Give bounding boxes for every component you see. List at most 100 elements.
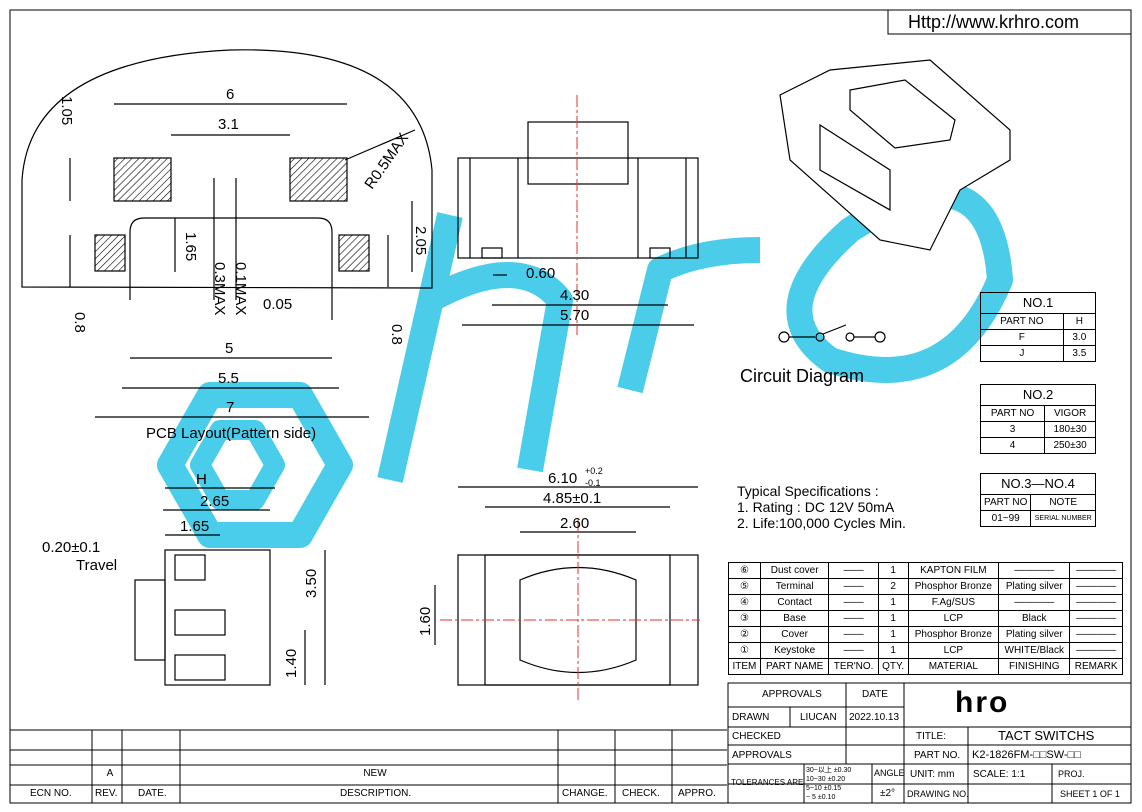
dim-6-10: 6.10 [548, 470, 577, 487]
tb-title: TACT SWITCHS [998, 728, 1095, 743]
dim-0-8-left: 0.8 [71, 312, 88, 333]
dim-0-05: 0.05 [263, 296, 292, 313]
bom-cell-ter: —— [828, 642, 879, 659]
no2-cell: 4 [979, 437, 1046, 454]
tb-angle: ANGLE [874, 768, 905, 778]
tb-drawing-no: DRAWING NO. [907, 789, 969, 799]
circuit-symbol [778, 324, 886, 343]
pad-bl [94, 234, 126, 272]
dim-1-65-side: 1.65 [180, 518, 209, 535]
tb-checked: CHECKED [732, 731, 781, 742]
dim-3-50: 3.50 [303, 569, 320, 598]
dim-5: 5 [225, 340, 233, 357]
iso-view [779, 59, 1011, 251]
dim-0-60: 0.60 [526, 265, 555, 282]
tb-tol-row: ~ 5 ±0.10 [806, 794, 836, 801]
dim-1-40: 1.40 [283, 649, 300, 678]
dim-6-10-tol-up: +0.2 [585, 466, 603, 476]
tb-unit: UNIT: mm [910, 769, 955, 780]
dim-4-30: 4.30 [560, 287, 589, 304]
body-outline [129, 217, 333, 320]
url-box [887, 9, 1132, 35]
tb-title-label: TITLE: [916, 731, 947, 742]
pad-br [338, 234, 370, 272]
tb-approvals2: APPROVALS [732, 750, 792, 761]
pcb-outline [21, 49, 433, 289]
bom-cell-ter: —— [828, 610, 879, 627]
tb-drawn: DRAWN [732, 712, 770, 723]
tb-tol-row: 10~30 ±0.20 [806, 776, 846, 783]
change-label: CHANGE. [562, 788, 608, 799]
dim-0-8-right: 0.8 [388, 324, 405, 345]
no34-cell: SERIAL NUMBER [1030, 510, 1096, 527]
dim-4-85: 4.85±0.1 [543, 490, 601, 507]
tb-tol-row: 30~以上 ±0.30 [806, 767, 852, 774]
pad-tr [289, 157, 348, 202]
dim-1-60: 1.60 [417, 607, 434, 636]
tb-tol-label: TOLERANCES ARE [731, 778, 804, 787]
tb-sheet: SHEET 1 OF 1 [1060, 789, 1120, 799]
dim-h: H [196, 471, 207, 488]
dim-5-5: 5.5 [218, 370, 239, 387]
dim-1-05: 1.05 [58, 96, 75, 125]
tb-approvals: APPROVALS [762, 689, 822, 700]
dim-6-10-tol-dn: -0.1 [585, 478, 601, 488]
tb-date: DATE [862, 689, 888, 700]
tb-tol-row: 5~10 ±0.15 [806, 785, 842, 792]
dim-0-1max: 0.1MAX [232, 262, 249, 315]
tb-proj: PROJ. [1058, 769, 1085, 779]
description-label: DESCRIPTION. [340, 788, 412, 799]
spec-line2: 2. Life:100,000 Cycles Min. [737, 515, 906, 531]
dim-2-05: 2.05 [412, 226, 429, 255]
bom-header-item: ITEM [728, 658, 761, 675]
dim-1-65: 1.65 [182, 232, 199, 261]
pcb-layout [21, 49, 433, 418]
dim-6: 6 [226, 86, 234, 103]
rev-value: A [106, 768, 114, 779]
url-text: Http://www.krhro.com [908, 12, 1079, 32]
tb-scale: SCALE: 1:1 [973, 769, 1026, 780]
dim-2-60: 2.60 [560, 515, 589, 532]
circuit-label: Circuit Diagram [740, 366, 864, 386]
dim-2-65: 2.65 [200, 493, 229, 510]
bom-header-row: ITEM PART NAME TER'NO. QTY. MATERIAL FIN… [728, 658, 1123, 675]
dim-5-70: 5.70 [560, 307, 589, 324]
tb-drawn-date: 2022.10.13 [849, 712, 900, 723]
check-label: CHECK. [622, 788, 660, 799]
pad-tl [113, 157, 172, 202]
front-view [457, 121, 699, 326]
company-logo: hro [955, 686, 1010, 719]
pcb-caption: PCB Layout(Pattern side) [146, 425, 316, 442]
revision-grid [10, 729, 727, 803]
sheet-border [9, 9, 1132, 804]
bom-header-ter: TER'NO. [828, 658, 879, 675]
appro-label: APPRO. [678, 788, 716, 799]
spec-line1: 1. Rating : DC 12V 50mA [737, 499, 895, 515]
dim-7: 7 [226, 399, 234, 416]
tb-angle-val: ±2° [880, 788, 896, 799]
bom-header-rem: REMARK [1069, 658, 1123, 675]
ecn-label: ECN NO. [30, 788, 72, 799]
tb-drawn-by: LIUCAN [800, 712, 837, 723]
spec-title: Typical Specifications : [737, 483, 879, 499]
tb-partno: K2-1826FM-□□SW-□□ [972, 749, 1081, 761]
rev-desc: NEW [363, 768, 387, 779]
no1-title: NO.1 [980, 292, 1096, 314]
watermark-logo [157, 181, 1013, 548]
no1-cell: 3.5 [1062, 345, 1097, 362]
rev-label: REV. [95, 788, 118, 799]
dim-0-3max: 0.3MAX [211, 262, 228, 315]
bom-header-fin: FINISHING [998, 658, 1071, 675]
travel-label: Travel [76, 557, 117, 574]
tb-partno-label: PART NO. [914, 750, 961, 761]
date-label: DATE. [138, 788, 167, 799]
